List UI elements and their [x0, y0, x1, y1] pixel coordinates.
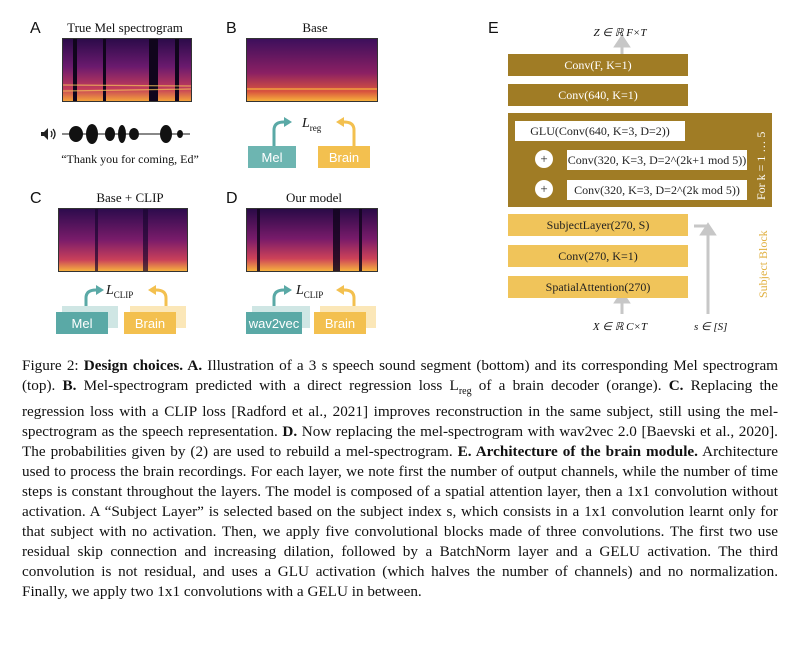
waveform: [62, 122, 190, 150]
figure-caption: Figure 2: Design choices. A. Illustratio…: [22, 357, 778, 601]
arch-spatial-attention: SpatialAttention(270): [508, 276, 688, 298]
panel-c-brain-box: Brain: [124, 312, 176, 334]
panel-d-wav2vec-box: wav2vec: [246, 312, 302, 334]
panel-c-spectrogram: [58, 208, 188, 272]
arch-glu: GLU(Conv(640, K=3, D=2)): [514, 120, 686, 142]
arch-output-label: Z ∈ ℝ F×T: [593, 27, 647, 39]
arch-conv-640: Conv(640, K=1): [508, 84, 688, 106]
panel-b-spectrogram: [246, 38, 378, 102]
panel-c-arrows: [78, 284, 174, 320]
panel-d-loss: LCLIP: [296, 283, 324, 300]
arch-conv-320-b: Conv(320, K=3, D=2^(2k mod 5)): [566, 179, 748, 201]
speaker-icon: [40, 126, 58, 145]
panel-c-title: Base + CLIP: [96, 190, 164, 205]
panel-b-mel-box: Mel: [248, 146, 296, 168]
arch-conv-320-a: Conv(320, K=3, D=2^(2k+1 mod 5)): [566, 149, 748, 171]
panel-c-letter: C: [30, 190, 42, 207]
arch-conv-f: Conv(F, K=1): [508, 54, 688, 76]
panel-d-title: Our model: [286, 190, 342, 205]
panel-a-spectrogram: [62, 38, 192, 102]
panel-a-title: True Mel spectrogram: [67, 20, 183, 35]
panel-b-brain-box: Brain: [318, 146, 370, 168]
arch-plus-a: +: [535, 150, 553, 168]
panel-b-letter: B: [226, 20, 237, 37]
panel-d-spectrogram: [246, 208, 378, 272]
arch-input-label: X ∈ ℝ C×T: [592, 321, 648, 333]
panel-c-mel-box: Mel: [56, 312, 108, 334]
panel-a-quote: “Thank you for coming, Ed”: [61, 152, 199, 166]
panel-e-letter: E: [488, 20, 499, 37]
arch-plus-b: +: [535, 180, 553, 198]
panel-b-arrows: [266, 116, 362, 152]
arch-subject-layer: SubjectLayer(270, S): [508, 214, 688, 236]
panel-d-brain-box: Brain: [314, 312, 366, 334]
panel-b-title: Base: [302, 20, 328, 35]
panel-a-letter: A: [30, 20, 41, 37]
arch-loop-label: For k = 1 … 5: [754, 131, 768, 200]
panel-d-arrows: [266, 284, 362, 320]
panel-d-letter: D: [226, 190, 238, 207]
panel-b-loss: Lreg: [302, 116, 322, 133]
arch-subject-index-label: s ∈ [S]: [694, 321, 728, 333]
panel-c-loss: LCLIP: [106, 283, 134, 300]
arch-subject-block-label: Subject Block: [756, 230, 770, 298]
arch-conv-270: Conv(270, K=1): [508, 245, 688, 267]
